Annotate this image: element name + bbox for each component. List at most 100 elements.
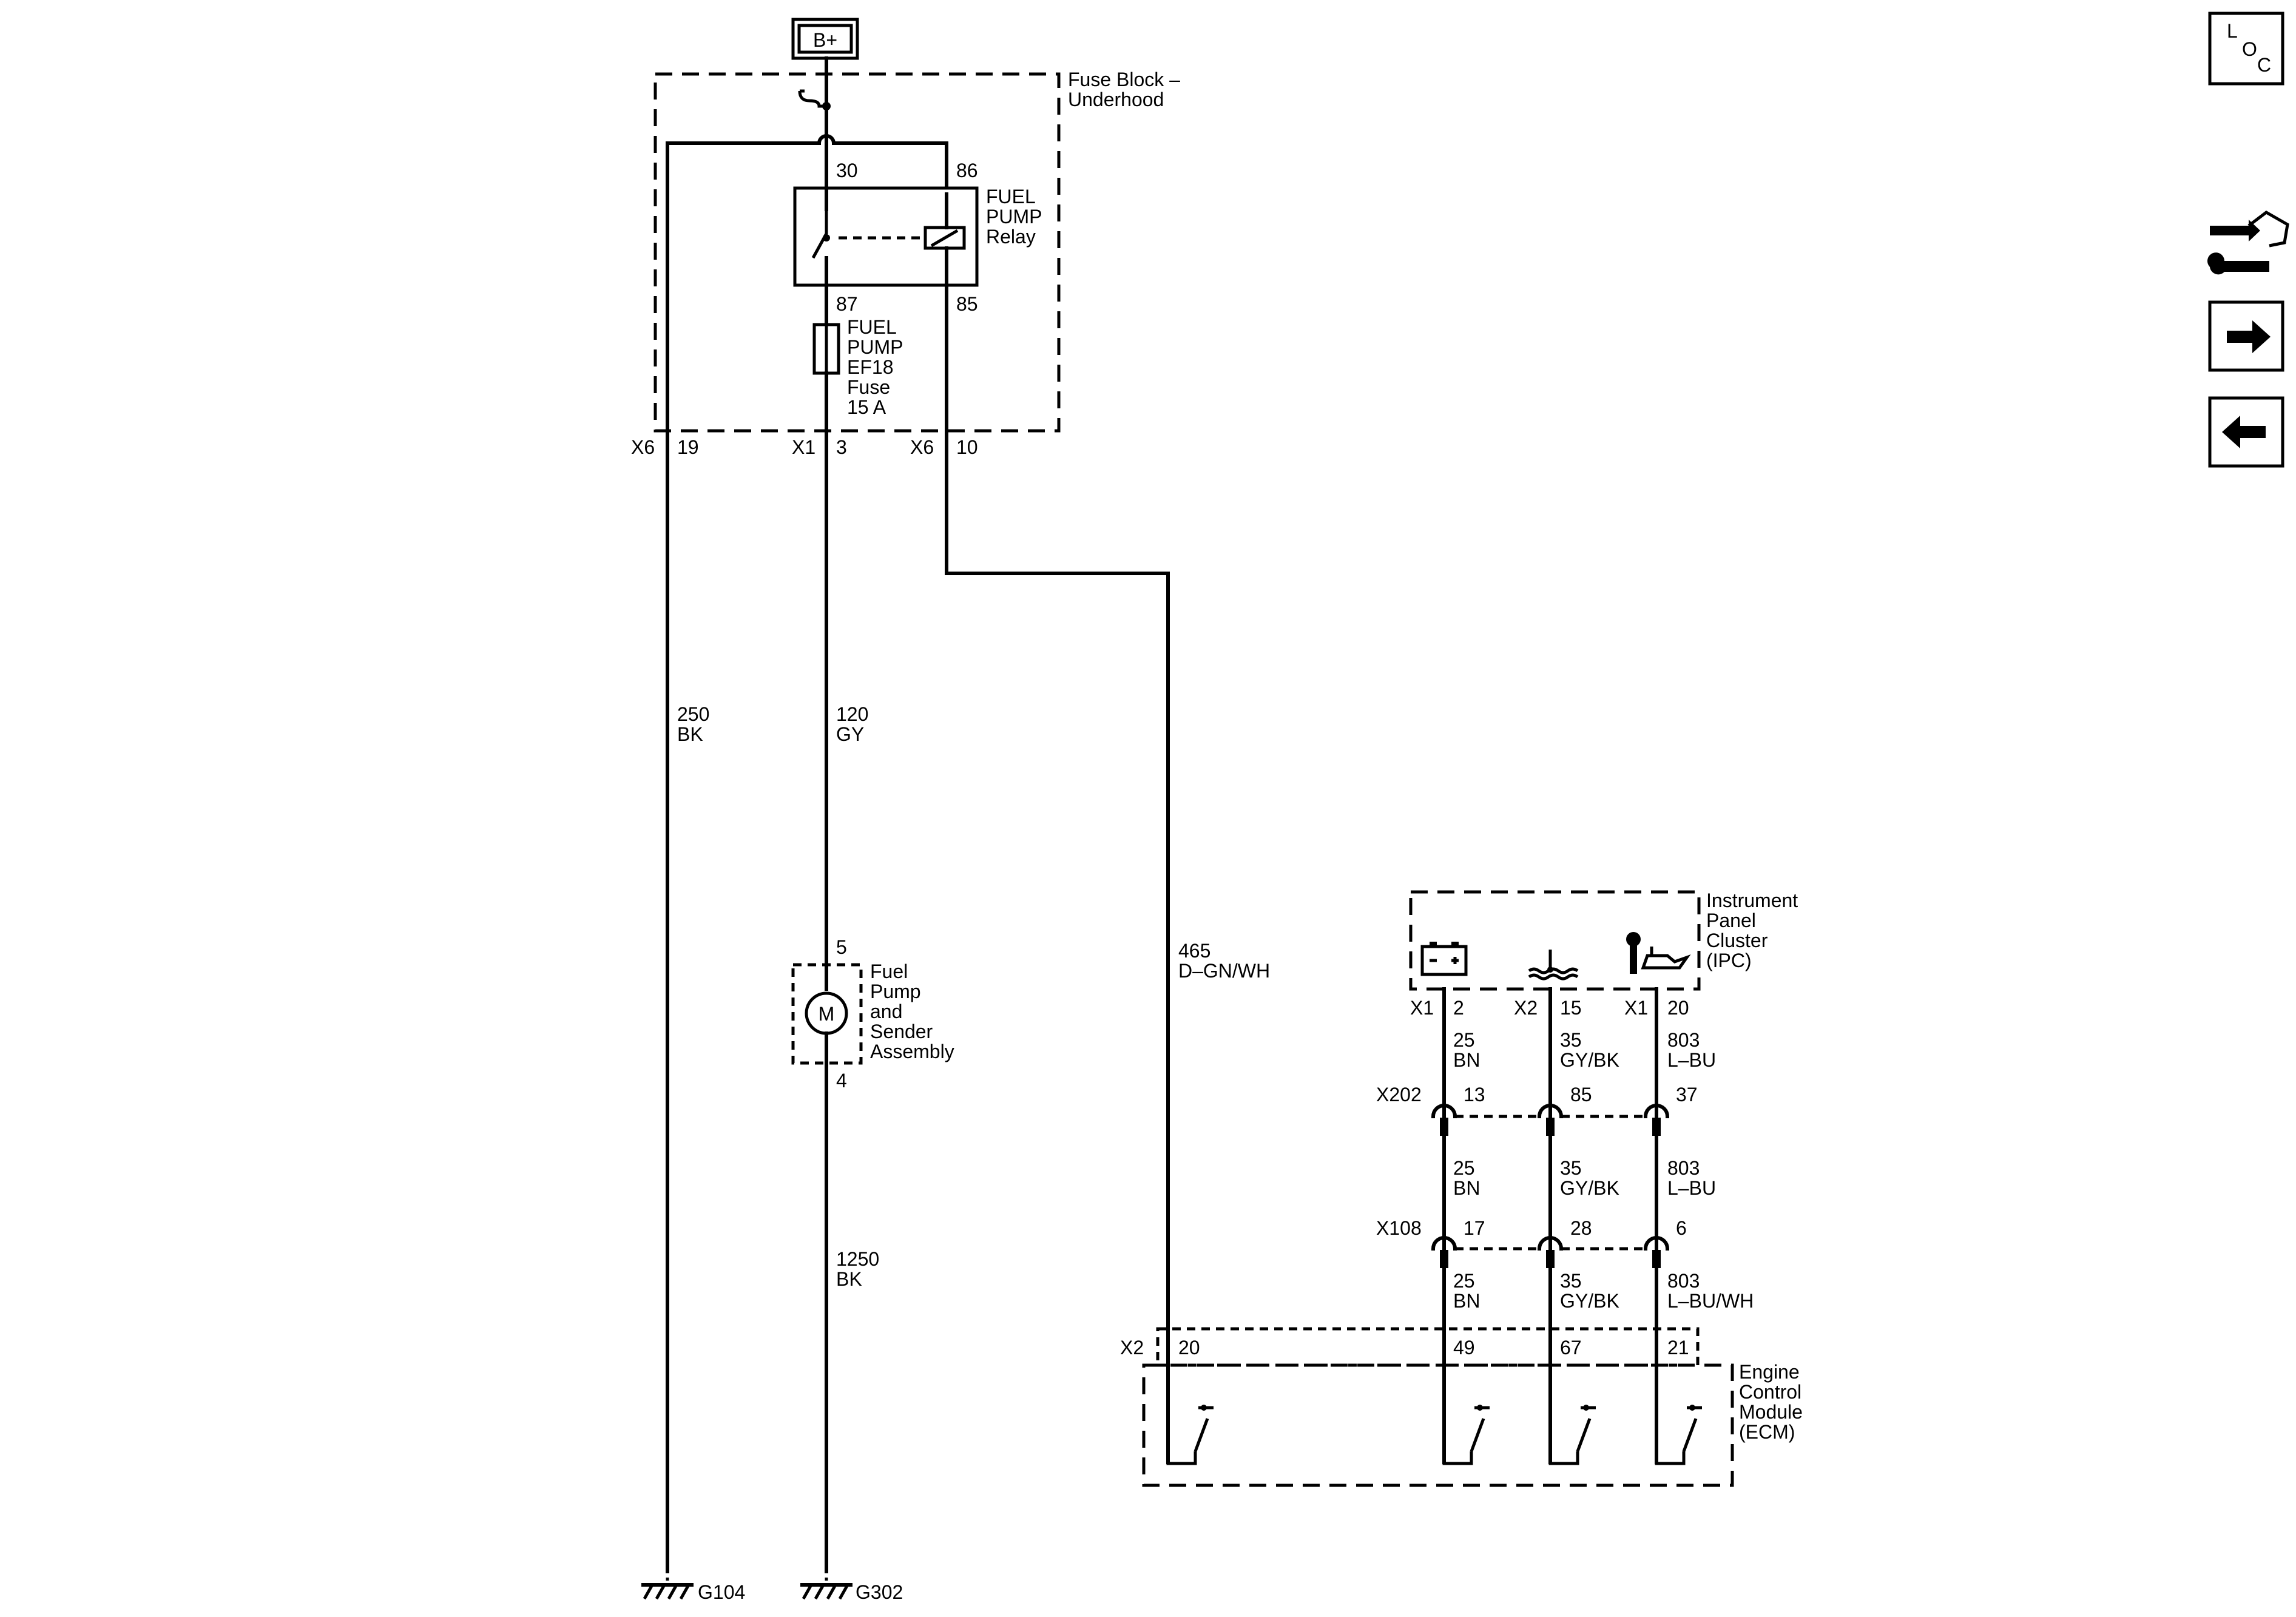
ipc-c3-conn: X1 — [1624, 997, 1648, 1019]
loc-c: C — [2257, 54, 2271, 76]
ipc-c1-conn: X1 — [1410, 997, 1434, 1019]
ground-g104 — [641, 1505, 694, 1600]
ecm-pin-ctrl: 20 — [1178, 1337, 1200, 1359]
ecm-pin-c3: 21 — [1667, 1337, 1689, 1359]
battery-icon — [1420, 942, 1468, 976]
x108-label: X108 — [1376, 1217, 1422, 1239]
ecm-name-3: Module — [1739, 1401, 1803, 1423]
c1-gauge-c: 25 — [1453, 1270, 1475, 1292]
fuse-label-2: PUMP — [847, 336, 903, 358]
ipc-name-4: (IPC) — [1706, 950, 1752, 971]
ipc-outline — [1409, 890, 1701, 991]
fuse-block-outline — [653, 72, 1061, 433]
connector-tools-icon[interactable] — [2207, 211, 2289, 275]
wire-1250-color: BK — [836, 1268, 862, 1290]
battery-positive-source: B+ — [791, 18, 859, 60]
pump-name-2: Pump — [870, 981, 921, 1002]
x202-pin-c3: 37 — [1676, 1084, 1698, 1106]
c2-gauge-c: 35 — [1560, 1270, 1582, 1292]
x108-pin-c2: 28 — [1570, 1217, 1592, 1239]
pump-pin-5: 5 — [836, 936, 847, 958]
c2-color-a: GY/BK — [1560, 1049, 1619, 1071]
ecm-pin-c1: 49 — [1453, 1337, 1475, 1359]
c3-color-c: L–BU/WH — [1667, 1290, 1754, 1312]
motor-label: M — [819, 1003, 835, 1025]
c2-color-b: GY/BK — [1560, 1177, 1619, 1199]
fb-right-conn: X6 — [910, 436, 934, 458]
c3-gauge-a: 803 — [1667, 1029, 1700, 1051]
x202-pin-c2: 85 — [1570, 1084, 1592, 1106]
fb-left-conn: X6 — [631, 436, 655, 458]
wire-120-gauge: 120 — [836, 703, 868, 725]
c1-gauge-a: 25 — [1453, 1029, 1475, 1051]
relay-pin-86: 86 — [956, 160, 978, 181]
oil-pressure-icon — [1626, 932, 1691, 974]
c1-color-b: BN — [1453, 1177, 1480, 1199]
c3-color-a: L–BU — [1667, 1049, 1716, 1071]
ipc-name-3: Cluster — [1706, 930, 1768, 951]
wire-465-gauge: 465 — [1178, 940, 1210, 962]
x108-connector — [1431, 1236, 1670, 1268]
c2-color-c: GY/BK — [1560, 1290, 1619, 1312]
fb-mid-pin: 3 — [836, 436, 847, 458]
relay-pin-87: 87 — [836, 293, 858, 315]
ground-g302-label: G302 — [856, 1581, 903, 1603]
ecm-name-4: (ECM) — [1739, 1421, 1795, 1443]
ecm-switches — [1166, 1405, 1702, 1465]
wire-1250-gauge: 1250 — [836, 1248, 879, 1270]
ipc-c3-pin: 20 — [1667, 997, 1689, 1019]
relay-pin-30: 30 — [836, 160, 858, 181]
c1-gauge-b: 25 — [1453, 1157, 1475, 1179]
x108-pin-c3: 6 — [1676, 1217, 1687, 1239]
x202-connector — [1431, 1104, 1670, 1136]
fb-right-pin: 10 — [956, 436, 978, 458]
pump-name-4: Sender — [870, 1021, 933, 1042]
fb-left-pin: 19 — [677, 436, 699, 458]
ground-g302 — [800, 1505, 853, 1600]
loc-l: L — [2227, 20, 2238, 42]
x202-label: X202 — [1376, 1084, 1422, 1106]
wire-120-color: GY — [836, 723, 864, 745]
ipc-name-2: Panel — [1706, 910, 1756, 931]
wire-250-color: BK — [677, 723, 703, 745]
relay-name-2: PUMP — [986, 206, 1042, 228]
c2-gauge-a: 35 — [1560, 1029, 1582, 1051]
c1-color-c: BN — [1453, 1290, 1480, 1312]
relay-pin-85: 85 — [956, 293, 978, 315]
ecm-pin-c2: 67 — [1560, 1337, 1582, 1359]
ecm-outline — [1142, 1363, 1734, 1487]
relay-name-1: FUEL — [986, 186, 1036, 208]
loc-o: O — [2242, 38, 2257, 60]
ecm-conn: X2 — [1120, 1337, 1144, 1359]
wire-465-color: D–GN/WH — [1178, 960, 1270, 982]
location-icon[interactable]: L O C — [2208, 12, 2284, 86]
x108-pin-c1: 17 — [1464, 1217, 1485, 1239]
fuse-label-3: EF18 — [847, 356, 893, 378]
wire-250-gauge: 250 — [677, 703, 709, 725]
ecm-name-2: Control — [1739, 1381, 1801, 1403]
ipc-c2-pin: 15 — [1560, 997, 1582, 1019]
fb-mid-conn: X1 — [792, 436, 815, 458]
c2-gauge-b: 35 — [1560, 1157, 1582, 1179]
ipc-name-1: Instrument — [1706, 890, 1798, 911]
fusible-link-icon — [798, 56, 831, 138]
fuse-block-title: Fuse Block – — [1068, 69, 1180, 90]
pump-name-3: and — [870, 1001, 902, 1022]
next-arrow-icon[interactable] — [2208, 300, 2284, 372]
power-label: B+ — [813, 29, 837, 51]
c3-gauge-c: 803 — [1667, 1270, 1700, 1292]
c3-gauge-b: 803 — [1667, 1157, 1700, 1179]
ground-g104-label: G104 — [698, 1581, 745, 1603]
pump-pin-4: 4 — [836, 1070, 847, 1092]
ecm-name-1: Engine — [1739, 1361, 1800, 1383]
previous-arrow-icon[interactable] — [2208, 396, 2284, 468]
fuse-block-subtitle: Underhood — [1068, 89, 1164, 110]
coolant-temperature-icon — [1528, 950, 1579, 981]
pump-name-1: Fuel — [870, 960, 908, 982]
fuse-label-5: 15 A — [847, 396, 886, 418]
c1-color-a: BN — [1453, 1049, 1480, 1071]
fuse-label-1: FUEL — [847, 316, 897, 338]
relay-name-3: Relay — [986, 226, 1036, 248]
ipc-c1-pin: 2 — [1453, 997, 1464, 1019]
